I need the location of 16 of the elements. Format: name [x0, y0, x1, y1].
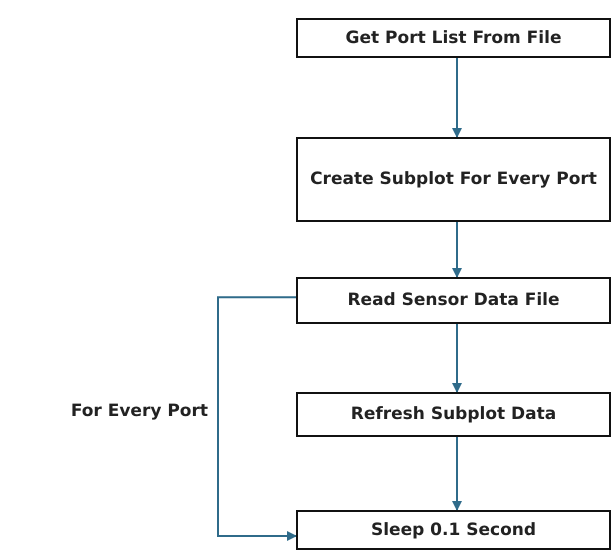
step-text: Get Port List From File [344, 26, 562, 50]
step-text: Sleep 0.1 Second [370, 518, 538, 542]
edge-label: For Every Port [70, 401, 208, 421]
process-box [296, 137, 611, 222]
step-text: Refresh Subplot Data [350, 403, 558, 426]
process-box [296, 277, 611, 324]
process-box [296, 510, 611, 550]
arrow [452, 222, 462, 278]
arrow [452, 324, 462, 393]
step-text: Read Sensor Data File [346, 289, 561, 312]
process-box [296, 392, 611, 437]
arrow [452, 437, 462, 511]
arrow [452, 58, 462, 138]
process-box [296, 18, 611, 58]
loop-arrow [217, 296, 297, 541]
step-text: Create Subplot For Every Port [309, 168, 598, 191]
